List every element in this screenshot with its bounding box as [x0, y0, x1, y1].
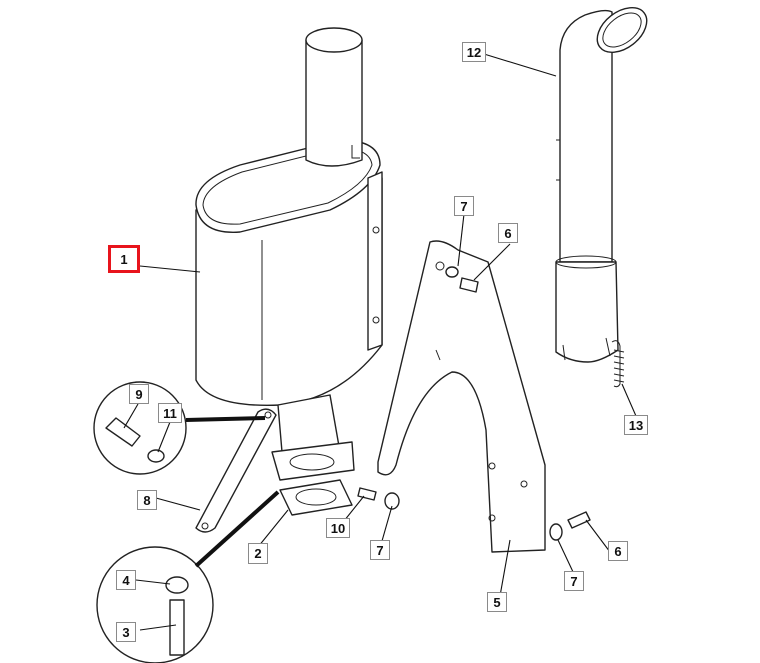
callout-6-bolt-bottom[interactable]: 6: [608, 541, 628, 561]
callout-7-washer-middle[interactable]: 7: [370, 540, 390, 560]
part-spring[interactable]: [611, 340, 625, 388]
callout-8-stay-bar[interactable]: 8: [137, 490, 157, 510]
bolts-washers: [357, 266, 591, 541]
callout-7-washer-top[interactable]: 7: [454, 196, 474, 216]
part-stay-bar[interactable]: [195, 408, 277, 533]
callout-10-bolt[interactable]: 10: [326, 518, 350, 538]
callout-3-stud[interactable]: 3: [116, 622, 136, 642]
part-flange-gasket[interactable]: [271, 441, 355, 516]
part-mounting-bracket[interactable]: [377, 240, 546, 553]
part-muffler[interactable]: [195, 27, 383, 453]
callout-5-bracket[interactable]: 5: [487, 592, 507, 612]
callout-9-bolt[interactable]: 9: [129, 384, 149, 404]
callout-1-muffler[interactable]: 1: [108, 245, 140, 273]
callout-13-spring[interactable]: 13: [624, 415, 648, 435]
part-exhaust-stack[interactable]: [555, 0, 655, 363]
callout-4-nut[interactable]: 4: [116, 570, 136, 590]
callout-2-gasket[interactable]: 2: [248, 543, 268, 564]
callout-7-washer-bottom[interactable]: 7: [564, 571, 584, 591]
callout-11-nut[interactable]: 11: [158, 403, 182, 423]
callout-6-bolt-top[interactable]: 6: [498, 223, 518, 243]
callout-12-stack-pipe[interactable]: 12: [462, 42, 486, 62]
